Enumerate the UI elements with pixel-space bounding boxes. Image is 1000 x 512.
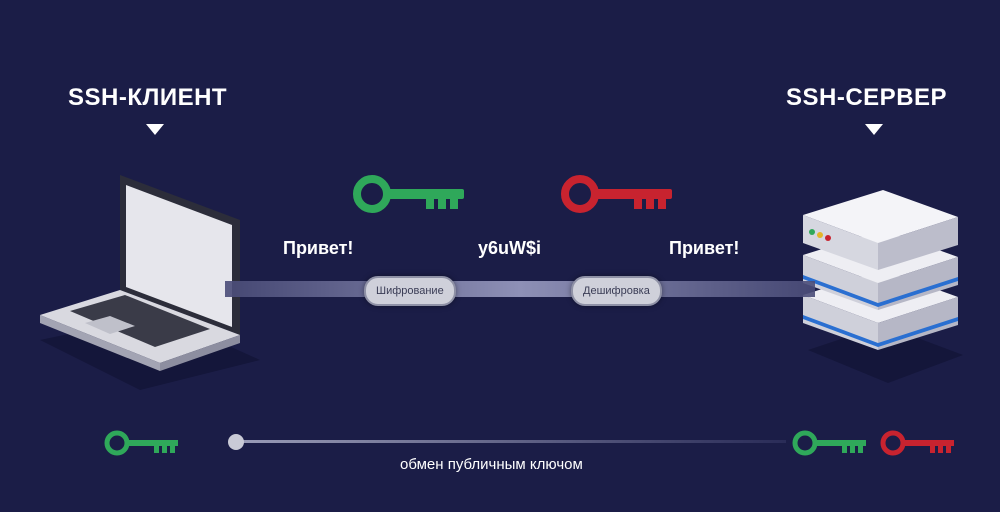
connection-beam	[225, 281, 815, 297]
key-exchange-caption: обмен публичным ключом	[400, 456, 583, 473]
laptop-icon	[40, 175, 260, 390]
ciphertext: y6uW$i	[478, 238, 542, 258]
key-exchange-line	[228, 434, 786, 450]
encrypt-badge: Шифрование	[364, 276, 456, 306]
client-arrow-icon	[146, 124, 164, 135]
red-key-icon	[561, 175, 672, 213]
decrypt-badge: Дешифровка	[571, 276, 662, 306]
server-title: SSH-СЕРВЕР	[786, 84, 948, 111]
plaintext-left: Привет!	[283, 238, 354, 258]
server-arrow-icon	[865, 124, 883, 135]
client-public-key-icon	[104, 430, 178, 456]
server-private-key-icon	[880, 430, 954, 456]
server-icon	[803, 190, 963, 383]
client-title: SSH-КЛИЕНТ	[68, 84, 228, 111]
green-key-icon	[353, 175, 464, 213]
server-public-key-icon	[792, 430, 866, 456]
plaintext-right: Привет!	[669, 238, 740, 258]
